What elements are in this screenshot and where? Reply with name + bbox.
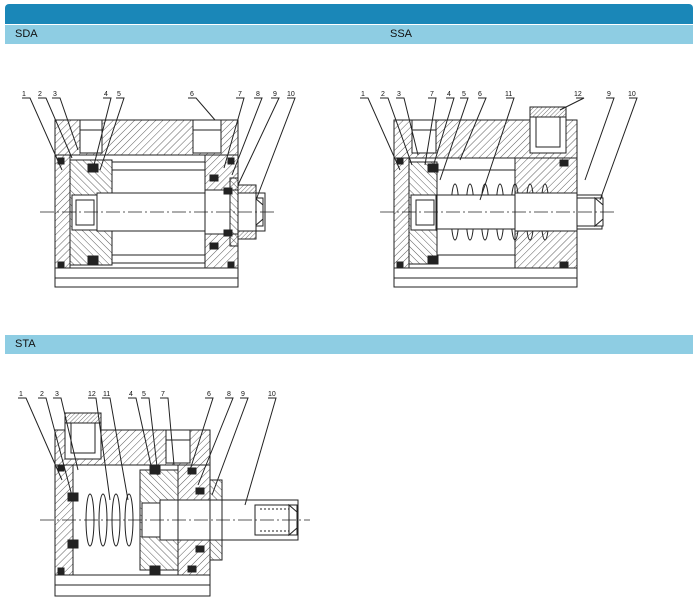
- section-label-sda: SDA: [15, 28, 38, 40]
- sda-part-number: 7: [238, 91, 242, 98]
- sta-part-number: 9: [241, 391, 245, 398]
- ssa-part-number: 12: [574, 91, 582, 98]
- sta-part-number: 4: [129, 391, 133, 398]
- ssa-part-number: 2: [381, 91, 385, 98]
- ssa-part-number: 6: [478, 91, 482, 98]
- section-label-ssa: SSA: [390, 28, 413, 40]
- sda-part-number: 5: [117, 91, 121, 98]
- sda-port-left: [79, 119, 103, 154]
- ssa-part-number: 3: [397, 91, 401, 98]
- sda-part-number: 4: [104, 91, 108, 98]
- sda-part-number: 8: [256, 91, 260, 98]
- ssa-part-number: 5: [462, 91, 466, 98]
- sta-part-number: 8: [227, 391, 231, 398]
- sda-part-numbers: 1 2 3 4 5 6 7 8 9 10: [22, 91, 295, 98]
- ssa-port-left: [411, 119, 437, 154]
- sda-port-right: [192, 119, 222, 154]
- sda-drawing: [22, 97, 296, 288]
- sta-part-numbers: 1 2 3 12 11 4 5 7 6 8 9 10: [19, 391, 276, 398]
- sda-part-number: 9: [273, 91, 277, 98]
- ssa-part-number: 1: [361, 91, 365, 98]
- section-bar-sta: STA: [5, 335, 693, 354]
- ssa-drawing: [360, 97, 638, 288]
- sda-part-number: 1: [22, 91, 26, 98]
- sta-part-number: 10: [268, 391, 276, 398]
- sta-part-number: 6: [207, 391, 211, 398]
- ssa-part-number: 11: [505, 91, 512, 98]
- sta-part-number: 5: [142, 391, 146, 398]
- ssa-part-numbers: 1 2 3 7 4 5 6 11 12 9 10: [361, 91, 636, 98]
- ssa-part-number: 7: [430, 91, 434, 98]
- sta-part-number: 7: [161, 391, 165, 398]
- sda-part-number: 6: [190, 91, 194, 98]
- sta-drawing: [18, 397, 310, 597]
- ssa-part-number: 10: [628, 91, 636, 98]
- sda-part-number: 2: [38, 91, 42, 98]
- sta-part-number: 11: [103, 391, 110, 398]
- section-label-sta: STA: [15, 338, 36, 350]
- sda-part-number: 10: [287, 91, 295, 98]
- sda-part-number: 3: [53, 91, 57, 98]
- sta-part-number: 12: [88, 391, 96, 398]
- sta-port-right: [165, 429, 191, 464]
- sta-part-number: 2: [40, 391, 44, 398]
- header-bar: [5, 4, 693, 24]
- ssa-part-number: 4: [447, 91, 451, 98]
- sta-part-number: 1: [19, 391, 23, 398]
- ssa-part-number: 9: [607, 91, 611, 98]
- sta-part-number: 3: [55, 391, 59, 398]
- section-bar-top: SDA SSA: [5, 25, 693, 44]
